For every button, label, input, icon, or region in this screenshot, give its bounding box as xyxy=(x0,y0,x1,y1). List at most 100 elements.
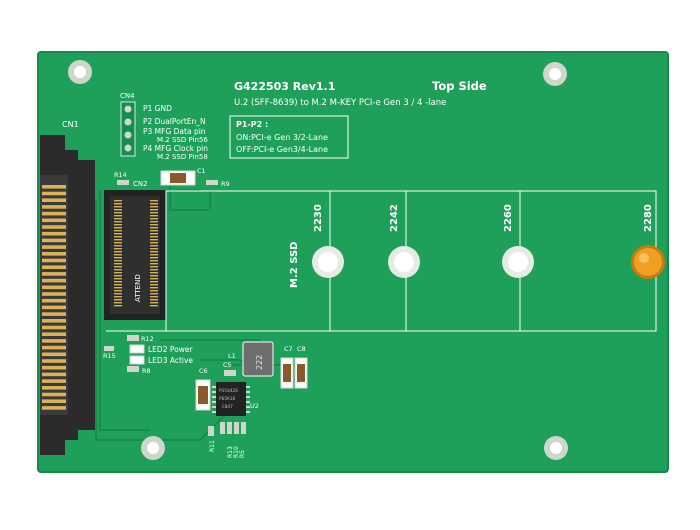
m2-slot-pin xyxy=(114,272,122,274)
gold-contact-pin xyxy=(42,359,66,363)
ic-pin xyxy=(212,396,216,398)
m2-slot-pin xyxy=(114,287,122,289)
resistor-r14 xyxy=(117,180,129,185)
led3-active xyxy=(129,355,145,365)
ic-pin xyxy=(246,401,250,403)
m2-slot-pin xyxy=(150,254,158,256)
cn4-pin3: P3 MFG Data pin xyxy=(143,127,206,136)
r13-label: R13 xyxy=(227,446,234,458)
m2-slot-pin xyxy=(150,266,158,268)
gold-contact-pin xyxy=(42,392,66,397)
gold-contact-pin xyxy=(42,332,66,336)
gold-contact-pin xyxy=(42,406,66,410)
gold-contact-pin xyxy=(42,191,66,196)
resistor-r12 xyxy=(127,335,139,341)
m2-slot-pin xyxy=(150,224,158,226)
u2-connector-cn1 xyxy=(40,135,95,455)
gold-contact-pin xyxy=(42,345,66,350)
gold-contact-pin xyxy=(42,218,66,223)
m2-slot-pin xyxy=(114,266,122,268)
gold-contact-pin xyxy=(42,245,66,249)
m2-slot-pin xyxy=(114,254,122,256)
m2-slot-pin xyxy=(150,284,158,286)
m2-slot-pin xyxy=(114,296,122,298)
led2-label: LED2 Power xyxy=(148,345,193,354)
m2-slot-pin xyxy=(114,302,122,304)
m2-slot-pin xyxy=(114,257,122,259)
m2-slot-pin xyxy=(114,227,122,229)
gold-contact-pin xyxy=(42,372,66,377)
gold-contact-pin xyxy=(42,352,66,357)
cn4-pin4-note: M.2 SSD Pin58 xyxy=(157,153,208,161)
m2-slot-pin xyxy=(114,299,122,301)
m2-slot-pin xyxy=(114,290,122,292)
m2-slot-pin xyxy=(150,293,158,295)
ic-u2 xyxy=(212,382,250,416)
size-label-2260: 2260 xyxy=(503,204,514,232)
m2-slot-pin xyxy=(150,233,158,235)
c6-label: C6 xyxy=(199,367,208,375)
size-label-2280: 2280 xyxy=(643,204,654,232)
cn4-pin4: P4 MFG Clock pin xyxy=(143,144,208,153)
resistor-r8 xyxy=(127,366,139,372)
m2-slot-pin xyxy=(150,302,158,304)
board-subtitle: U.2 (SFF-8639) to M.2 M-KEY PCI-e Gen 3 … xyxy=(234,98,446,108)
mounting-hole xyxy=(141,436,165,460)
m2-slot-pin xyxy=(150,299,158,301)
c1-label: C1 xyxy=(197,167,206,175)
m2-slot-pin xyxy=(114,263,122,265)
m2-slot-pin xyxy=(114,212,122,214)
capacitor-c5 xyxy=(224,370,236,376)
l1-label: L1 xyxy=(228,352,236,360)
standoff-screw-2280 xyxy=(631,245,665,279)
ic-pin xyxy=(212,386,216,388)
m2-slot-pin xyxy=(114,209,122,211)
m2-slot-pin xyxy=(150,203,158,205)
ic-pin xyxy=(246,391,250,393)
m2-slot-pin xyxy=(114,245,122,247)
gold-contact-pin xyxy=(42,379,66,383)
jumper-on: ON:PCI-e Gen 3/2-Lane xyxy=(236,133,328,142)
m2-slot-pin xyxy=(150,200,158,202)
jumper-off: OFF:PCI-e Gen3/4-Lane xyxy=(236,145,328,154)
gold-contact-pin xyxy=(42,365,66,370)
standoff-hole-2230 xyxy=(312,246,344,278)
gold-contact-pin xyxy=(42,278,66,283)
m2-slot-pin xyxy=(114,248,122,250)
m2-slot-pin xyxy=(114,260,122,262)
m2-slot-pin xyxy=(114,215,122,217)
gold-contact-pin xyxy=(42,231,66,236)
ic-marking-2: P65K18 xyxy=(219,396,236,402)
m2-slot-pin xyxy=(150,263,158,265)
capacitor-c1-body xyxy=(170,173,186,183)
gold-contact-pin xyxy=(42,258,66,263)
m2-slot-pin xyxy=(150,275,158,277)
pcb-edge xyxy=(37,51,669,473)
m2-slot-pin xyxy=(150,281,158,283)
gold-contact-pin xyxy=(42,312,66,316)
gold-contact-pin xyxy=(42,305,66,310)
cn4-header xyxy=(120,101,136,157)
m2-slot-pin xyxy=(150,212,158,214)
m2-ssd-label: M.2 SSD xyxy=(289,242,300,288)
led3-label: LED3 Active xyxy=(148,356,193,365)
m2-slot-pin xyxy=(150,215,158,217)
m2-slot-pin xyxy=(114,281,122,283)
m2-slot-pin xyxy=(150,257,158,259)
standoff-hole-2242 xyxy=(388,246,420,278)
jumper-heading: P1-P2 : xyxy=(236,120,268,129)
gold-contact-pin xyxy=(42,198,66,202)
m2-slot-pin xyxy=(150,305,158,307)
ic-pin xyxy=(246,406,250,408)
ic-pin xyxy=(212,406,216,408)
gold-contact-pin xyxy=(42,399,66,403)
m2-slot-pin xyxy=(114,275,122,277)
ic-pin xyxy=(246,396,250,398)
ic-pin xyxy=(246,411,250,413)
ic-marking-3: C047 xyxy=(222,404,233,410)
ic-pin xyxy=(212,411,216,413)
m2-slot-pin xyxy=(114,200,122,202)
m2-slot-cn2 xyxy=(104,190,166,320)
resistor-r9 xyxy=(206,180,218,185)
gold-contact-pin xyxy=(42,319,66,323)
